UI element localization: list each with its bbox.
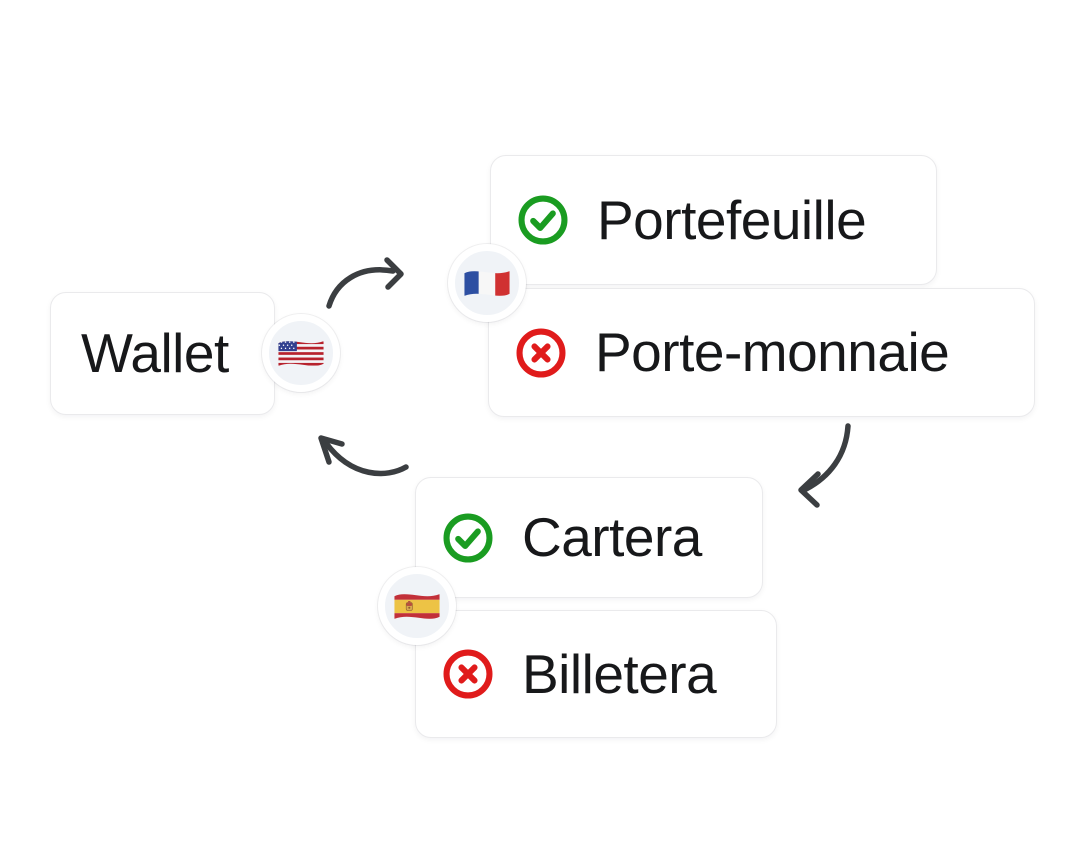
spanish-incorrect-label: Billetera [522, 642, 717, 705]
spain-crest [405, 600, 413, 611]
spanish-correct-label: Cartera [522, 506, 702, 568]
arrow-french-to-spanish-icon [798, 423, 851, 508]
spanish-correct-card: Cartera [415, 477, 763, 598]
france-flag-badge [448, 244, 526, 322]
arrow-spanish-to-wallet-icon [318, 435, 409, 477]
french-incorrect-label: Porte-monnaie [595, 321, 950, 383]
french-correct-card: Portefeuille [490, 155, 937, 285]
spain-flag-badge [378, 567, 456, 645]
check-circle-icon [443, 513, 493, 562]
spain-flag-icon [394, 593, 440, 619]
us-flag-icon [278, 340, 324, 366]
x-circle-icon [516, 328, 566, 377]
x-circle-icon [443, 649, 493, 699]
source-word-label: Wallet [81, 322, 229, 384]
us-flag-badge [262, 314, 340, 392]
arrow-wallet-to-french-icon [326, 257, 404, 309]
french-correct-label: Portefeuille [597, 188, 867, 251]
check-circle-icon [518, 195, 568, 245]
spanish-incorrect-card: Billetera [415, 610, 777, 738]
french-incorrect-card: Porte-monnaie [488, 288, 1035, 417]
source-word-card: Wallet [50, 292, 275, 415]
france-flag-icon [464, 270, 510, 296]
